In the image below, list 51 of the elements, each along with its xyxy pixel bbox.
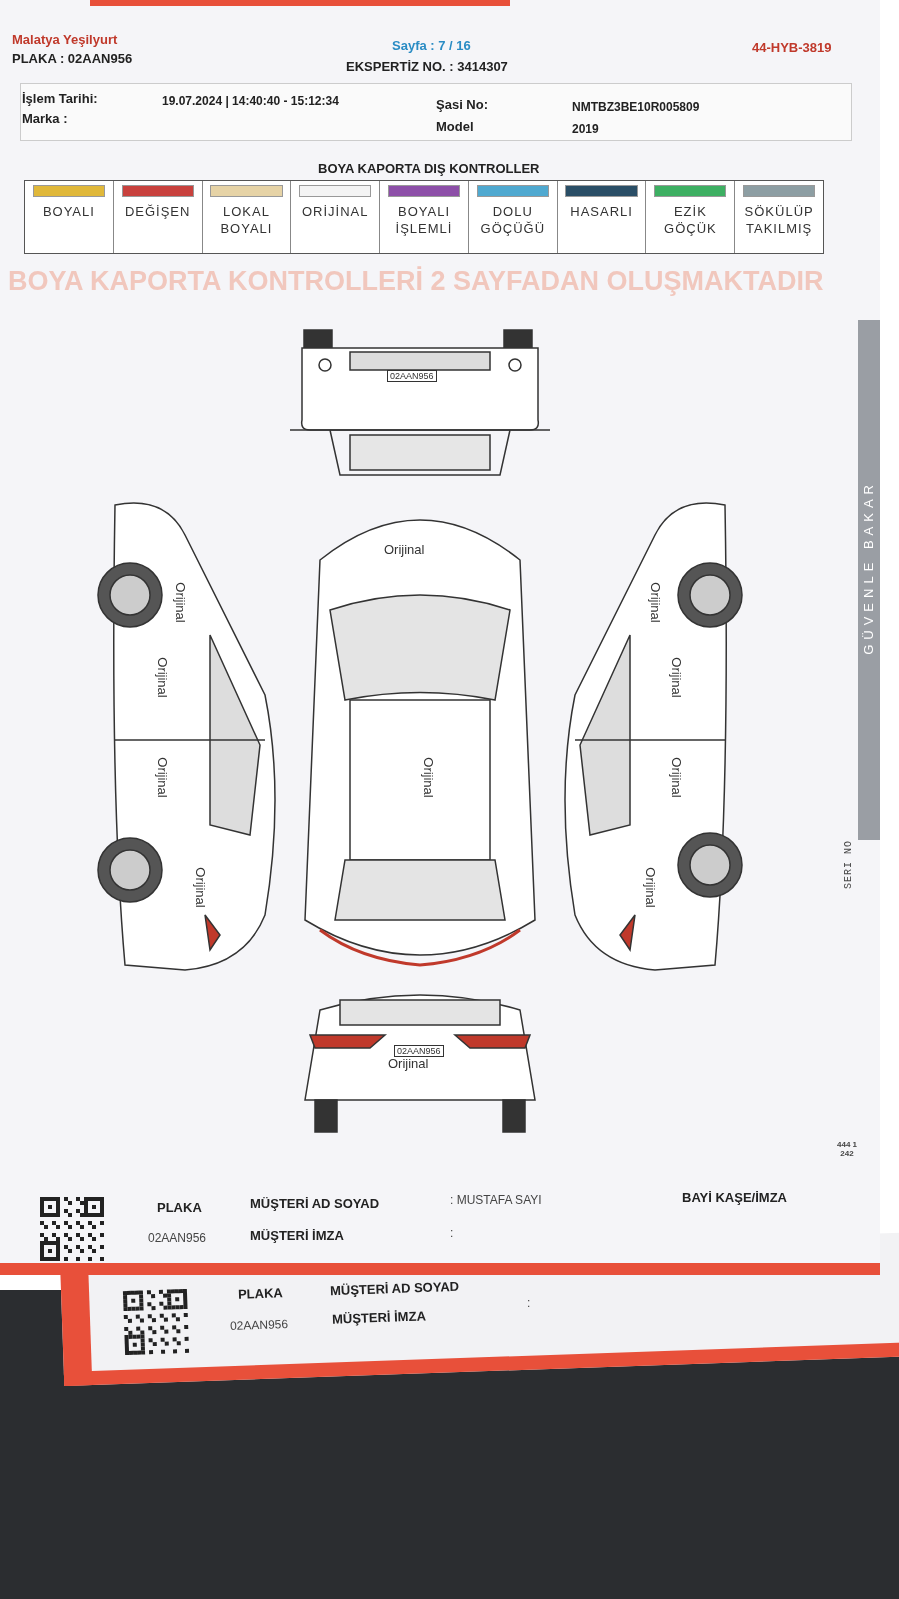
reference-code: 44-HYB-3819 bbox=[752, 40, 832, 55]
report-number: EKSPERTİZ NO. : 3414307 bbox=[346, 59, 508, 74]
legend-text: BOYALI İŞLEMLİ bbox=[394, 203, 454, 237]
section-title: BOYA KAPORTA DIŞ KONTROLLER bbox=[318, 161, 540, 176]
field-value: 19.07.2024 | 14:40:40 - 15:12:34 bbox=[162, 94, 339, 108]
field-label: Model bbox=[436, 119, 474, 134]
field-label: MÜŞTERİ AD SOYAD bbox=[250, 1196, 380, 1211]
field-label: PLAKA bbox=[157, 1200, 202, 1215]
part-status-label: Orijinal bbox=[668, 657, 684, 698]
field-value: NMTBZ3BE10R005809 bbox=[572, 100, 700, 114]
part-status-label: Orijinal bbox=[154, 757, 170, 798]
field-label: MÜŞTERİ İMZA bbox=[250, 1228, 344, 1243]
part-status-label: Orijinal bbox=[668, 757, 684, 798]
serial-label: SERI NO bbox=[843, 840, 854, 889]
field-value: : bbox=[527, 1296, 531, 1310]
field-label: PLAKA bbox=[237, 1285, 284, 1302]
legend-text: ORİJİNAL bbox=[300, 203, 370, 220]
notice-text: BOYA KAPORTA KONTROLLERİ 2 SAYFADAN OLUŞMAKTADIR bbox=[8, 266, 824, 297]
legend-text: SÖKÜLÜP TAKILMIŞ bbox=[744, 203, 815, 237]
plate-text: PLAKA : 02AAN956 bbox=[12, 51, 133, 66]
part-status-label: Orijinal bbox=[642, 867, 658, 908]
legend-text: LOKAL BOYALI bbox=[219, 203, 274, 237]
plate-text: 02AAN956 bbox=[229, 1317, 289, 1333]
part-status-label: Orijinal bbox=[172, 582, 188, 623]
field-label: İşlem Tarihi: bbox=[22, 91, 98, 106]
legend-text: DEĞİŞEN bbox=[123, 203, 192, 220]
plate-text: 02AAN956 bbox=[148, 1231, 207, 1245]
part-status-label: Orijinal bbox=[388, 1056, 429, 1071]
field-label: MÜŞTERİ AD SOYAD bbox=[329, 1278, 460, 1299]
part-status-label: Orijinal bbox=[154, 657, 170, 698]
legend-text: EZİK GÖÇÜK bbox=[663, 203, 718, 237]
legend-text: BOYALI bbox=[41, 203, 96, 220]
branch-name: Malatya Yeşilyurt bbox=[12, 32, 118, 47]
slogan-text: GÜVENLE BAKAR bbox=[861, 480, 876, 655]
part-status-label: Orijinal bbox=[384, 542, 425, 557]
legend-text: DOLU GÖÇÜĞÜ bbox=[479, 203, 547, 237]
field-label: Marka : bbox=[22, 111, 68, 126]
field-value: : MUSTAFA SAYI bbox=[450, 1193, 542, 1207]
field-label: MÜŞTERİ İMZA bbox=[331, 1308, 427, 1327]
page-number: Sayfa : 7 / 16 bbox=[392, 38, 471, 53]
license-plate: 02AAN956 bbox=[394, 1045, 444, 1057]
part-status-label: Orijinal bbox=[192, 867, 208, 908]
legend-text: HASARLI bbox=[569, 203, 634, 220]
field-label: Şasi No: bbox=[436, 97, 488, 112]
part-status-label: Orijinal bbox=[420, 757, 436, 798]
field-value: 2019 bbox=[572, 122, 599, 136]
field-value: : bbox=[450, 1226, 454, 1240]
license-plate: 02AAN956 bbox=[387, 370, 437, 382]
part-status-label: Orijinal bbox=[647, 582, 663, 623]
phone-number: 444 1 242 bbox=[836, 1140, 858, 1158]
field-label: BAYİ KAŞE/İMZA bbox=[682, 1190, 787, 1205]
